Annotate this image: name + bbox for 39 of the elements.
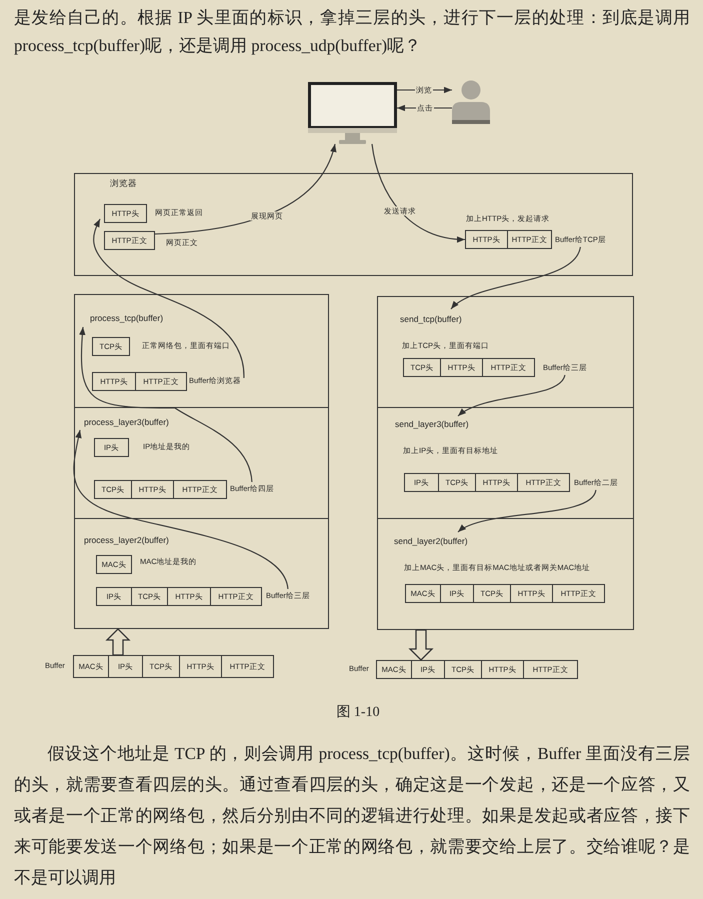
layer-title: process_tcp(buffer) [90,313,164,324]
layer-title: process_layer2(buffer) [84,535,169,546]
packet-bar [96,587,262,606]
curved-arrow [73,430,288,590]
layer-title: send_layer2(buffer) [394,536,468,547]
layer-title: send_layer3(buffer) [395,419,469,430]
packet-bar [404,473,570,492]
body-paragraph: 是发给自己的。根据 IP 头里面的标识，拿掉三层的头，进行下一层的处理：到底是调用 process_tcp(buffer)呢，还是调用 process_udp(buffer)呢？ [14,7,690,57]
curved-arrow [79,326,252,482]
layer-box [377,296,634,408]
packet-bar [465,230,552,249]
packet-bar [405,584,605,603]
layer-box [74,407,329,519]
layer-box [74,294,329,408]
layer-box [377,407,634,519]
packet-bar [73,655,274,678]
packet-bar [403,358,535,377]
arrow [397,86,452,94]
person-icon [452,80,490,124]
curved-arrow [458,490,596,532]
layer-title: send_tcp(buffer) [400,314,462,325]
layer-box [377,518,634,630]
curved-arrow [458,374,566,416]
figure-caption: 图 1-10 [336,704,380,722]
monitor-icon [308,82,397,144]
body-paragraph: 假设这个地址是 TCP 的，则会调用 process_tcp(buffer)。这时候，Buffer 里面没有三层的头，就需要查看四层的头。通过查看四层的头，确定这是一个发起，还是一个应答，又或者是一个正常的网络包，然后分别由不同的逻辑进行处理。如果是发起或者应答，接下来可能要发送一个网络包；如果是一个正常的网络包，就需要交给上层了。交给谁呢？是不是可以调用 [14,743,690,889]
curved-arrow [154,144,336,235]
arrow [397,104,452,112]
packet-bar [94,480,227,499]
packet-bar [92,372,187,391]
layer-box [74,518,329,629]
curved-arrow [93,218,244,378]
layer-title: process_layer3(buffer) [84,417,169,428]
curved-arrow [371,144,466,242]
hollow-arrow [408,629,434,661]
hollow-arrow [105,628,131,656]
packet-bar [376,660,578,679]
curved-arrow [450,246,581,310]
layer-title: 浏览器 [110,178,137,189]
